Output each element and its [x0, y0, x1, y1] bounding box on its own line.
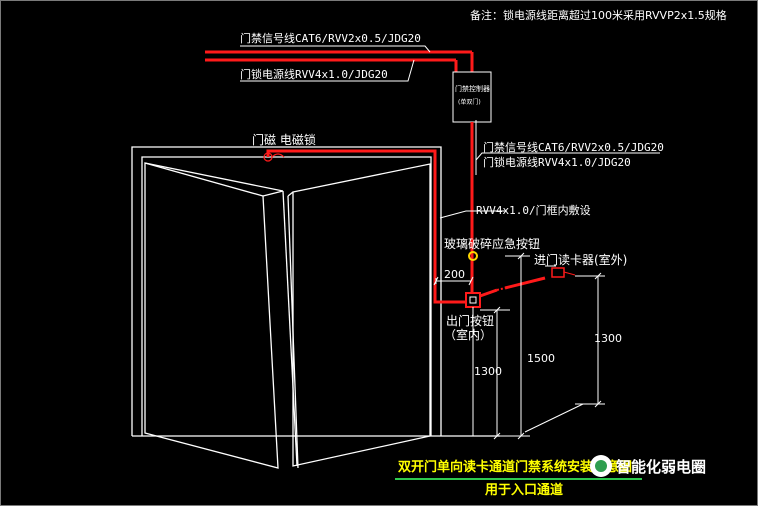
glass-break-button-label: 玻璃破碎应急按钮 — [444, 237, 541, 251]
dim-1300-right-label: 1300 — [594, 332, 622, 345]
frame-cable-label: RVV4x1.0/门框内敷设 — [476, 204, 591, 217]
dim-200 — [433, 276, 474, 286]
electromagnetic-lock-icon — [263, 152, 285, 162]
card-reader-icon — [551, 267, 565, 278]
controller-label: 门禁控制器 — [455, 85, 490, 93]
power-cable-mid-label: 门锁电源线RVV4x1.0/JDG20 — [483, 156, 631, 169]
exit-button-box — [465, 292, 481, 308]
power-cable-top-label: 门锁电源线RVV4x1.0/JDG20 — [240, 68, 388, 81]
reader-cable — [479, 276, 546, 298]
dim-1500 — [500, 252, 530, 440]
dim-1300-left-label: 1300 — [474, 365, 502, 378]
dim-1300-left — [472, 306, 510, 440]
diagram-title: 双开门单向读卡通道门禁系统安装示意图 — [398, 460, 633, 475]
dim-1500-label: 1500 — [527, 352, 555, 365]
controller-sub-label: (单双门) — [458, 99, 481, 106]
signal-cable-top-label: 门禁信号线CAT6/RVV2x0.5/JDG20 — [240, 32, 421, 45]
incoming-cables — [205, 50, 474, 72]
mid-leaders — [475, 120, 660, 175]
exit-button-label: 出门按钮 — [446, 314, 495, 328]
exit-button-sublabel: （室内） — [444, 328, 493, 342]
signal-cable-mid-label: 门禁信号线CAT6/RVV2x0.5/JDG20 — [483, 141, 664, 154]
left-door-leaf — [144, 162, 298, 469]
card-reader-label: 进门读卡器(室外) — [534, 253, 628, 267]
watermark-text: 智能化弱电圈 — [616, 457, 707, 476]
dim-1300-right — [524, 272, 605, 433]
top-leaders — [240, 45, 431, 82]
note-text: 备注：锁电源线距离超过100米采用RVVP2x1.5规格 — [470, 9, 727, 22]
glass-break-button-icon — [468, 251, 478, 261]
lock-label: 门磁 电磁锁 — [252, 133, 316, 147]
watermark: 智能化弱电圈 — [590, 455, 706, 477]
door-frame — [131, 146, 500, 437]
wechat-logo-icon — [590, 455, 612, 477]
diagram-subtitle: 用于入口通道 — [485, 483, 564, 498]
dim-200-label: 200 — [444, 268, 465, 281]
exit-button-inner — [469, 296, 477, 304]
controller-box — [452, 71, 492, 123]
right-door-leaf — [287, 163, 431, 469]
